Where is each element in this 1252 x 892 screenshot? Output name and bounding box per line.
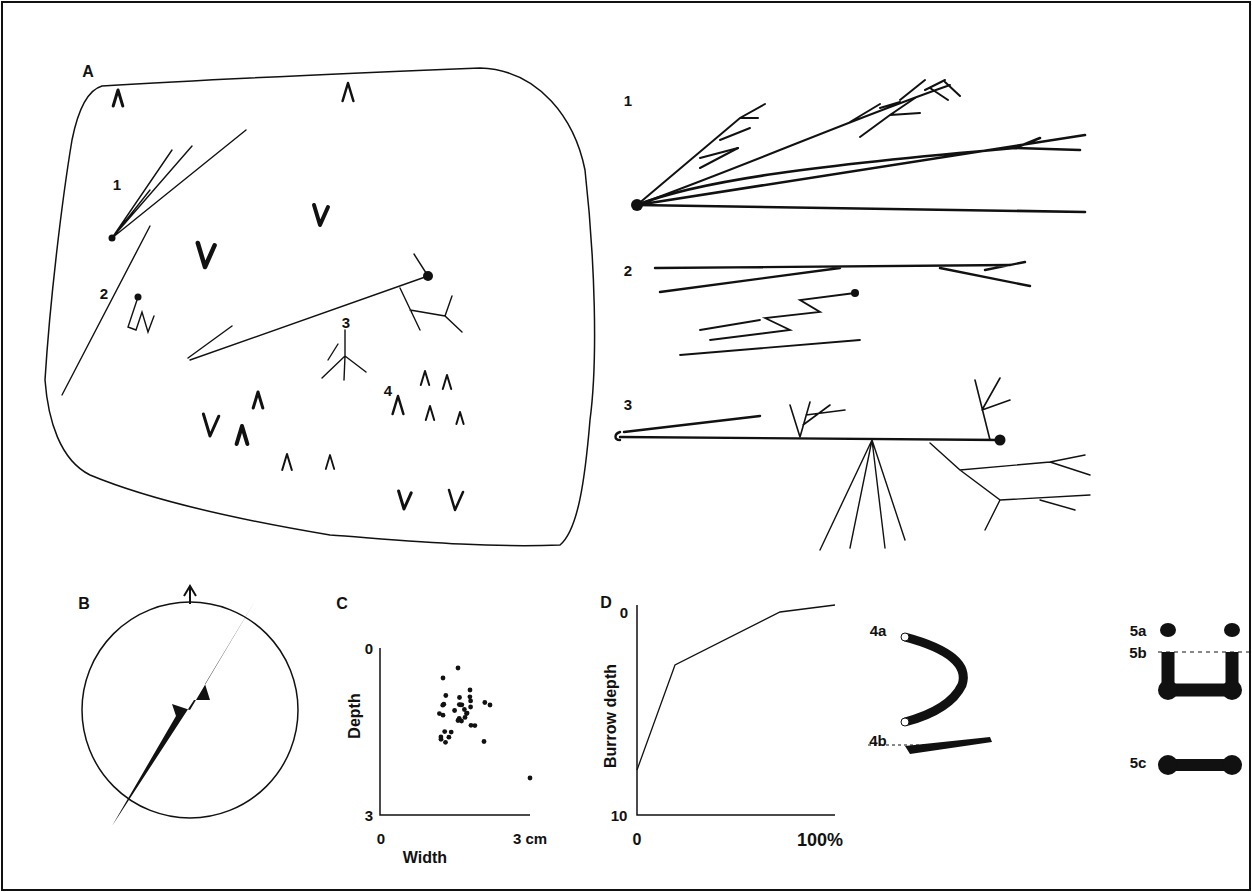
data-point	[456, 718, 461, 723]
data-point	[468, 694, 473, 699]
u-burrow-marks	[113, 83, 463, 510]
callout-number: 3	[624, 397, 632, 412]
u-burrow-mark	[343, 83, 354, 101]
callout-number: 3	[342, 315, 350, 330]
u-burrow-mark	[449, 490, 463, 510]
data-point	[463, 715, 468, 720]
axis-title: Width	[403, 850, 447, 866]
axis-title: Depth	[347, 693, 363, 738]
north-arrow	[184, 586, 196, 604]
data-point	[468, 705, 473, 710]
callout-number: 5c	[1130, 755, 1147, 770]
u-burrow-mark	[237, 426, 248, 444]
callout-number: 5a	[1130, 623, 1147, 638]
data-point	[439, 737, 444, 742]
callout-number: 2	[100, 286, 108, 301]
axis-tick: 10	[611, 808, 628, 823]
panel-letter: D	[600, 595, 612, 611]
callout-number: 2	[624, 263, 632, 278]
axis-tick: 0	[620, 605, 628, 620]
scatter-axes	[380, 648, 530, 815]
axis-tick: 0	[377, 831, 385, 846]
u-burrow-mark	[253, 392, 263, 408]
u-burrow-mark	[198, 243, 215, 267]
axis-tick: 3 cm	[513, 831, 547, 846]
callout-number: 1	[113, 177, 121, 192]
data-point	[528, 776, 533, 781]
u-burrow-mark	[443, 375, 451, 389]
data-point	[452, 708, 457, 713]
u-burrow-mark	[426, 406, 434, 420]
orientation-rose	[112, 596, 258, 826]
u-burrow-mark	[203, 414, 218, 436]
data-point	[458, 702, 463, 707]
data-point	[488, 703, 493, 708]
u-tube-section	[1168, 652, 1232, 690]
burrow-systems-slab	[62, 130, 462, 395]
callout-number: 1	[624, 93, 632, 108]
data-point	[443, 740, 448, 745]
data-point	[442, 729, 447, 734]
callout-number: 4a	[870, 623, 887, 638]
scatter-points	[437, 666, 532, 781]
u-burrow-mark	[326, 455, 334, 469]
axis-tick: 100%	[797, 831, 843, 849]
depth-curve	[637, 605, 835, 770]
data-point	[457, 695, 462, 700]
callout-number: 4b	[869, 733, 887, 748]
data-point	[441, 702, 446, 707]
data-point	[465, 711, 470, 716]
axis-tick: 0	[633, 832, 642, 848]
axis-tick: 3	[365, 808, 373, 823]
data-point	[468, 699, 473, 704]
data-point	[447, 735, 452, 740]
callout-number: 5b	[1129, 645, 1147, 660]
u-burrow-plan	[905, 637, 963, 722]
u-burrow-mark	[421, 371, 429, 385]
data-point	[468, 688, 473, 693]
u-burrow-mark	[393, 396, 404, 414]
u-burrow-mark	[113, 90, 123, 106]
u-burrow-mark	[282, 454, 292, 470]
u-burrow-mark	[314, 205, 328, 225]
u-burrow-mark	[456, 412, 463, 424]
data-point	[443, 693, 448, 698]
data-point	[456, 666, 461, 671]
axis-tick: 0	[365, 641, 373, 656]
u-burrow-section	[905, 737, 992, 754]
data-point	[437, 711, 442, 716]
data-point	[469, 723, 474, 728]
callout-number: 4	[384, 383, 392, 398]
data-point	[449, 730, 454, 735]
panel-letter: A	[82, 64, 94, 80]
burrow-systems-detail	[616, 80, 1091, 550]
data-point	[440, 703, 445, 708]
panel-letter: B	[78, 596, 90, 612]
panel-letter: C	[336, 596, 348, 612]
curve-axes	[637, 605, 835, 815]
data-point	[441, 676, 446, 681]
data-point	[482, 739, 487, 744]
data-point	[482, 700, 487, 705]
u-burrow-mark	[399, 491, 412, 509]
slab-outline	[45, 68, 595, 546]
axis-title: Burrow depth	[603, 664, 619, 768]
